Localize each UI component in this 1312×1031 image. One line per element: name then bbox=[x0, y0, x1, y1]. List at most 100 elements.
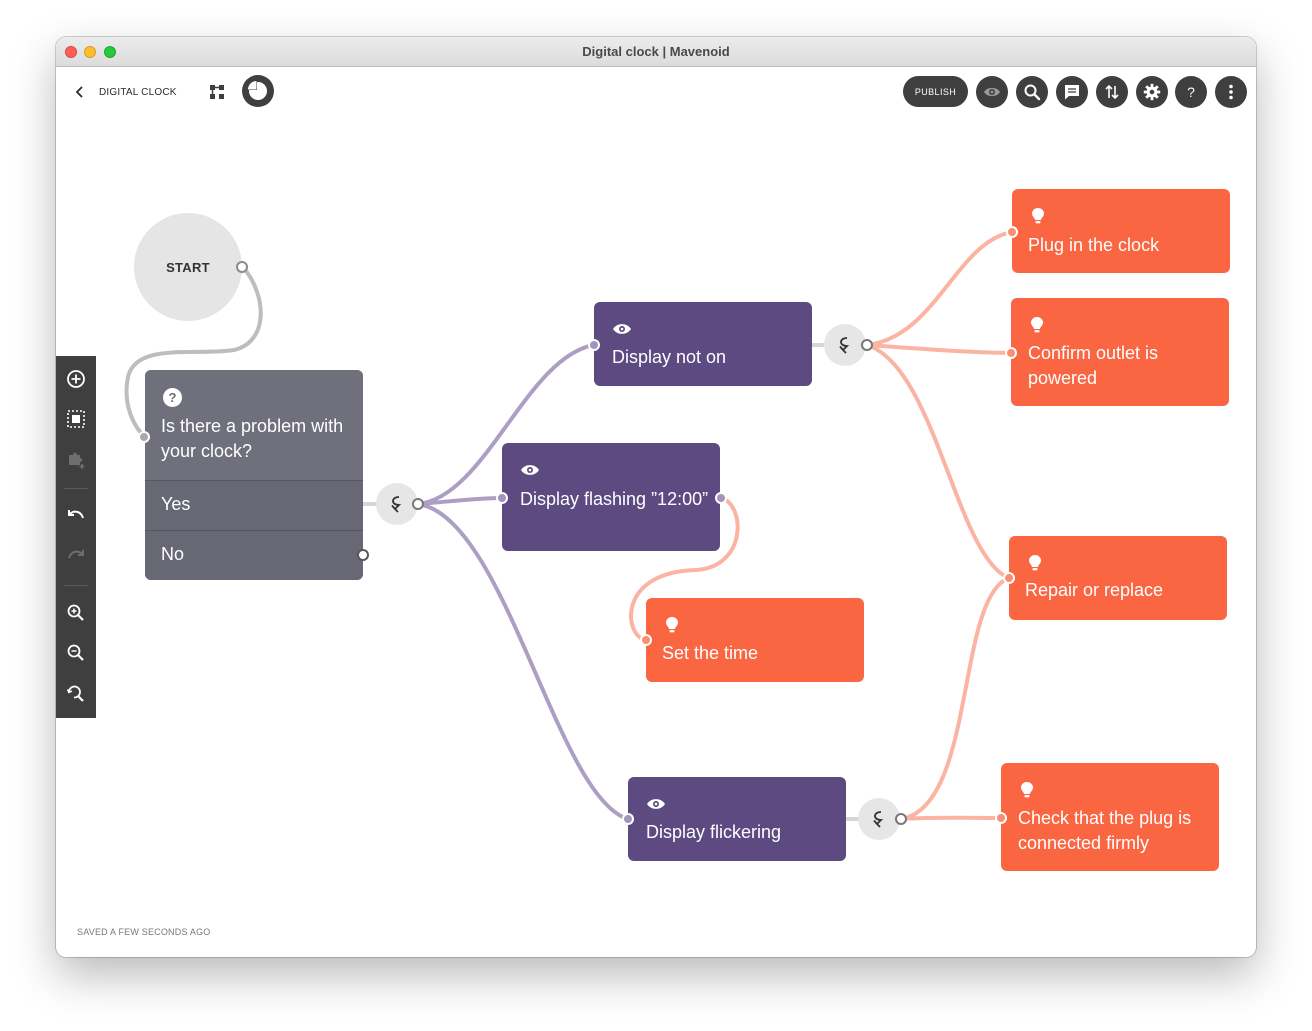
toolbar-divider bbox=[64, 585, 88, 586]
add-plugin-icon bbox=[69, 452, 85, 469]
preview-button[interactable] bbox=[976, 76, 1008, 108]
switch-2-output-port[interactable] bbox=[861, 339, 873, 351]
title-bar: Digital clock | Mavenoid bbox=[56, 37, 1256, 67]
option-no-port[interactable] bbox=[357, 549, 369, 561]
gear-icon bbox=[1143, 83, 1161, 101]
edge-switch-obs1 bbox=[417, 343, 595, 506]
tree-view-button[interactable] bbox=[208, 83, 226, 101]
lightbulb-icon bbox=[1029, 555, 1041, 571]
observation-title: Display not on bbox=[612, 347, 727, 367]
branch-switch-1[interactable] bbox=[376, 483, 418, 525]
switch-3-output-port[interactable] bbox=[895, 813, 907, 825]
select-area-button[interactable] bbox=[65, 408, 87, 430]
more-options-button[interactable] bbox=[1215, 76, 1247, 108]
solution-node-confirm-outlet[interactable]: Confirm outlet is powered bbox=[1011, 298, 1229, 406]
eye-icon bbox=[647, 799, 665, 809]
zoom-reset-button[interactable] bbox=[65, 683, 87, 705]
eye-icon bbox=[984, 87, 1000, 97]
edge-switch3-sol5 bbox=[900, 815, 1002, 821]
branch-switch-3[interactable] bbox=[858, 798, 900, 840]
observation-node-display-flashing[interactable]: Display flashing ”12:00” bbox=[502, 443, 720, 551]
add-plugin-button[interactable] bbox=[65, 449, 87, 471]
branch-icon bbox=[839, 337, 850, 354]
obs-1-input-port[interactable] bbox=[588, 339, 600, 351]
sol-3-input-port[interactable] bbox=[640, 634, 652, 646]
question-icon: ? bbox=[163, 388, 182, 407]
close-window-button[interactable] bbox=[65, 46, 77, 58]
edge-start-question bbox=[124, 265, 263, 439]
redo-button[interactable] bbox=[65, 545, 87, 567]
select-area-icon bbox=[67, 410, 85, 428]
save-status: SAVED A FEW SECONDS AGO bbox=[77, 927, 211, 937]
comments-button[interactable] bbox=[1056, 76, 1088, 108]
back-button[interactable] bbox=[72, 84, 88, 100]
solution-title: Plug in the clock bbox=[1028, 235, 1160, 255]
project-name: DIGITAL CLOCK bbox=[99, 87, 177, 98]
search-icon bbox=[1024, 84, 1041, 101]
flow-edges bbox=[124, 230, 1013, 821]
publish-button[interactable]: PUBLISH bbox=[903, 76, 968, 107]
more-vertical-icon bbox=[1229, 84, 1233, 100]
zoom-in-button[interactable] bbox=[65, 602, 87, 624]
edge-switch3-sol4 bbox=[900, 576, 1010, 821]
add-circle-icon bbox=[67, 370, 85, 388]
chevron-left-icon bbox=[75, 86, 83, 98]
edge-switch1-sol4 bbox=[866, 343, 1010, 580]
switch-1-output-port[interactable] bbox=[412, 498, 424, 510]
solution-node-check-plug[interactable]: Check that the plug is connected firmly bbox=[1001, 763, 1219, 871]
option-label: No bbox=[161, 544, 185, 564]
sol-5-input-port[interactable] bbox=[995, 812, 1007, 824]
lightbulb-icon bbox=[1021, 782, 1033, 798]
solution-node-plug-in[interactable]: Plug in the clock bbox=[1012, 189, 1230, 273]
import-export-button[interactable] bbox=[1096, 76, 1128, 108]
zoom-window-button[interactable] bbox=[104, 46, 116, 58]
start-output-port[interactable] bbox=[236, 261, 248, 273]
question-input-port[interactable] bbox=[138, 431, 150, 443]
solution-title: Set the time bbox=[662, 643, 759, 663]
undo-button[interactable] bbox=[65, 505, 87, 527]
obs-3-input-port[interactable] bbox=[622, 813, 634, 825]
observation-node-display-flickering[interactable]: Display flickering bbox=[628, 777, 846, 861]
analytics-button[interactable] bbox=[242, 75, 274, 107]
solution-node-repair-replace[interactable]: Repair or replace bbox=[1009, 536, 1227, 620]
minimize-window-button[interactable] bbox=[84, 46, 96, 58]
sort-arrows-icon bbox=[1105, 84, 1119, 100]
sol-4-input-port[interactable] bbox=[1003, 572, 1015, 584]
option-label: Yes bbox=[161, 494, 191, 514]
lightbulb-icon bbox=[1031, 317, 1043, 333]
question-node[interactable]: ? Is there a problem with your clock? Ye… bbox=[145, 370, 363, 580]
branch-switch-2[interactable] bbox=[824, 324, 866, 366]
obs-2-output-port[interactable] bbox=[715, 492, 727, 504]
question-option-yes[interactable]: Yes bbox=[145, 480, 363, 530]
app-window: Digital clock | Mavenoid DIGITAL CLOCK P… bbox=[56, 37, 1256, 957]
zoom-reset-icon bbox=[66, 685, 84, 702]
help-button[interactable]: ? bbox=[1175, 76, 1207, 108]
question-title: Is there a problem with your clock? bbox=[161, 416, 344, 461]
tree-icon bbox=[210, 85, 224, 99]
window-title: Digital clock | Mavenoid bbox=[582, 44, 730, 59]
solution-node-set-time[interactable]: Set the time bbox=[646, 598, 864, 682]
edge-switch-obs2 bbox=[417, 496, 503, 506]
branch-icon bbox=[873, 811, 884, 828]
svg-text:?: ? bbox=[1187, 84, 1195, 100]
lightbulb-icon bbox=[1032, 208, 1044, 224]
solution-title: Repair or replace bbox=[1025, 580, 1164, 600]
zoom-out-button[interactable] bbox=[65, 642, 87, 664]
canvas-toolbar bbox=[56, 356, 96, 718]
obs-2-input-port[interactable] bbox=[496, 492, 508, 504]
question-option-no[interactable]: No bbox=[145, 530, 363, 580]
toolbar-divider bbox=[64, 488, 88, 489]
observation-node-display-not-on[interactable]: Display not on bbox=[594, 302, 812, 386]
add-node-button[interactable] bbox=[65, 368, 87, 390]
settings-button[interactable] bbox=[1136, 76, 1168, 108]
zoom-in-icon bbox=[67, 604, 84, 621]
edge-switch1-sol1 bbox=[866, 230, 1013, 347]
search-button[interactable] bbox=[1016, 76, 1048, 108]
observation-title: Display flickering bbox=[646, 822, 782, 842]
start-node[interactable]: START bbox=[134, 213, 242, 321]
sol-1-input-port[interactable] bbox=[1006, 226, 1018, 238]
flow-canvas[interactable]: START ? Is there a problem with your clo… bbox=[56, 37, 1256, 957]
sol-2-input-port[interactable] bbox=[1005, 347, 1017, 359]
question-header: ? Is there a problem with your clock? bbox=[145, 370, 363, 480]
pie-chart-icon bbox=[248, 81, 267, 100]
